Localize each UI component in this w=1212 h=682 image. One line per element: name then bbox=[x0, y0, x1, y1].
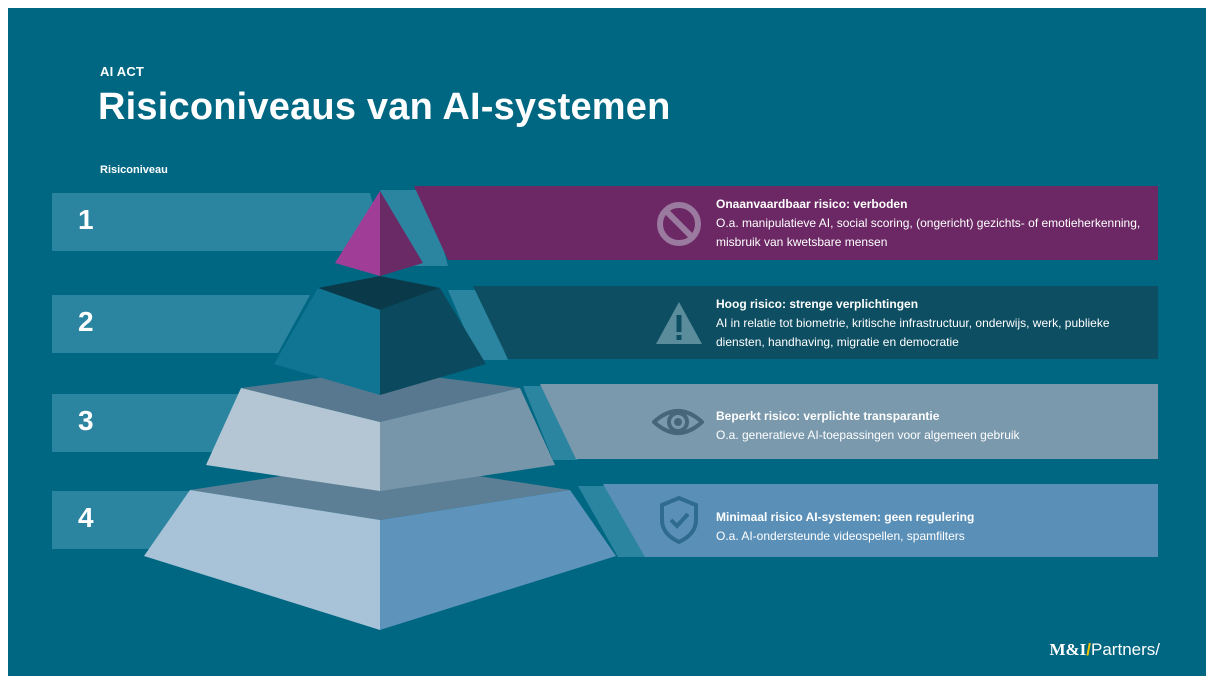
tier-2-top bbox=[318, 276, 440, 310]
risk-panel-1: Onaanvaardbaar risico: verboden O.a. man… bbox=[648, 186, 1158, 260]
panel-bg-1 bbox=[414, 186, 1158, 260]
kicker: AI ACT bbox=[100, 64, 145, 79]
connector-band-2 bbox=[448, 290, 508, 360]
page-title: Risiconiveaus van AI-systemen bbox=[98, 86, 671, 128]
risk-panel-3: Beperkt risico: verplichte transparantie… bbox=[648, 384, 1158, 459]
level-number-4: 4 bbox=[78, 502, 94, 533]
logo-name: Partners/ bbox=[1091, 640, 1160, 659]
tier-1-left bbox=[335, 191, 380, 276]
shield-check-icon bbox=[660, 496, 698, 544]
tier-4-right bbox=[380, 490, 616, 630]
risk-title: Minimaal risico AI-systemen: geen regule… bbox=[716, 510, 975, 524]
logo-slash: / bbox=[1086, 640, 1092, 659]
tier-4-left bbox=[144, 490, 380, 630]
level-band-1 bbox=[52, 193, 386, 251]
tier-3-right bbox=[380, 388, 555, 491]
risk-description: O.a. generatieve AI-toepassingen voor al… bbox=[716, 428, 1020, 442]
level-band-3 bbox=[52, 394, 244, 452]
risk-panel-2: Hoog risico: strenge verplichtingen AI i… bbox=[648, 286, 1158, 359]
level-band-4 bbox=[52, 491, 194, 549]
risk-title: Beperkt risico: verplichte transparantie bbox=[716, 409, 940, 423]
level-number-3: 3 bbox=[78, 405, 94, 436]
tier-3-top bbox=[241, 370, 520, 422]
slide: AI ACT Risiconiveaus van AI-systemen Ris… bbox=[8, 8, 1206, 676]
warning-icon bbox=[656, 302, 702, 344]
panel-bg-2 bbox=[473, 286, 1158, 359]
risk-title: Onaanvaardbaar risico: verboden bbox=[716, 197, 908, 211]
prohibited-icon bbox=[657, 202, 701, 246]
tier-2-left bbox=[274, 288, 380, 395]
risk-title: Hoog risico: strenge verplichtingen bbox=[716, 297, 919, 311]
pyramid-diagram bbox=[52, 186, 1158, 630]
axis-label: Risiconiveau bbox=[100, 164, 168, 176]
risk-description: O.a. AI-ondersteunde videospellen, spamf… bbox=[716, 529, 965, 543]
risk-description: AI in relatie tot biometrie, kritische i… bbox=[716, 316, 1110, 349]
logo-brand: M&I bbox=[1049, 640, 1087, 659]
risk-panel-4: Minimaal risico AI-systemen: geen regule… bbox=[648, 484, 1158, 557]
connector-band-3 bbox=[523, 386, 578, 460]
eye-icon bbox=[652, 409, 704, 435]
level-number-2: 2 bbox=[78, 306, 94, 337]
level-band-2 bbox=[52, 295, 310, 353]
tier-3-left bbox=[206, 388, 380, 491]
risk-description: O.a. manipulatieve AI, social scoring, (… bbox=[716, 216, 1141, 249]
panel-bg-4 bbox=[603, 484, 1158, 557]
panel-bg-3 bbox=[540, 384, 1158, 459]
tier-1-right bbox=[380, 191, 423, 276]
tier-2-right bbox=[380, 288, 486, 395]
level-number-1: 1 bbox=[78, 204, 94, 235]
company-logo: M&I/Partners/ bbox=[1049, 640, 1160, 660]
connector-band-4 bbox=[578, 486, 648, 557]
